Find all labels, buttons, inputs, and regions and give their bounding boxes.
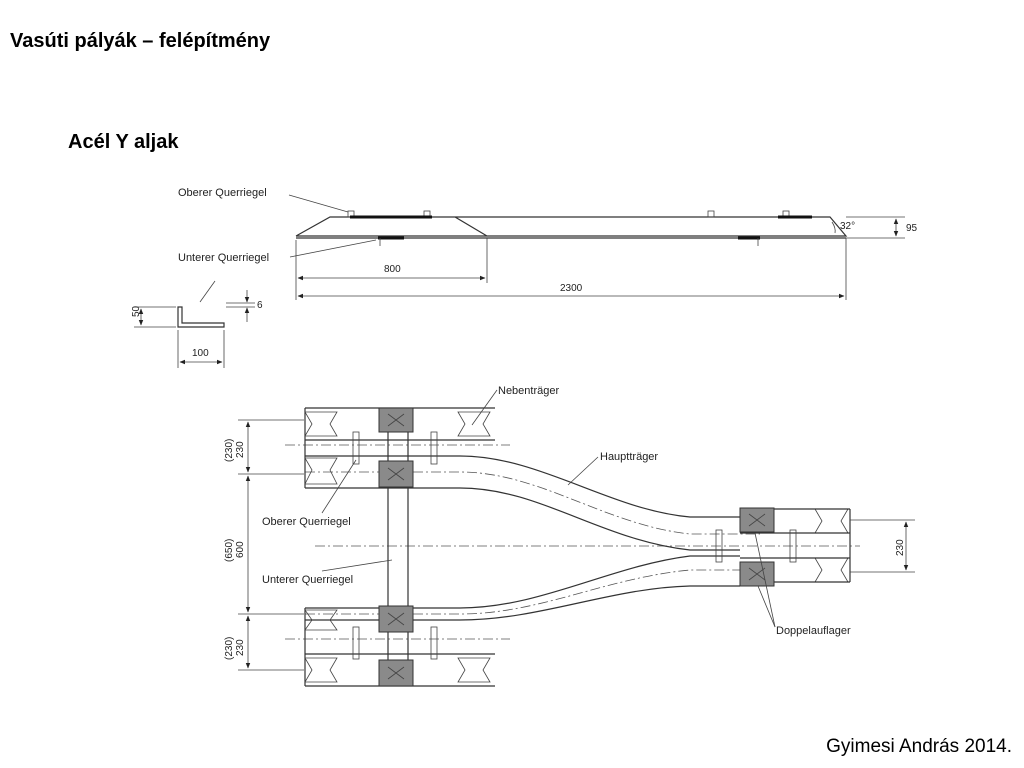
leader-line: [754, 532, 776, 628]
leader-line: [757, 585, 776, 628]
dim-95: 95: [906, 223, 918, 234]
support-cross-marks: [387, 413, 766, 680]
crossbar-plate: [430, 626, 438, 660]
dim-mid-inner: 600: [235, 541, 246, 558]
label-lower-crossbar-plan: Unterer Querriegel: [262, 574, 353, 586]
main-beam-upper-axis: [305, 471, 760, 535]
dim-800: 800: [384, 264, 401, 275]
angle-profile: 50 6 100: [131, 280, 263, 368]
dim-right: 230: [895, 539, 906, 556]
rail-pad: [304, 609, 338, 631]
crossbar-plate: [789, 529, 797, 563]
crossbar-plate: [715, 529, 723, 563]
slide-subtitle: Acél Y aljak: [68, 131, 179, 153]
rail-pad: [304, 457, 338, 485]
label-upper-crossbar-plan: Oberer Querriegel: [262, 516, 351, 528]
leader-line: [321, 459, 357, 514]
dim-2300: 2300: [560, 283, 583, 294]
rail-pad: [304, 411, 338, 437]
main-beam-lower: [305, 555, 740, 609]
crossbar-plate: [352, 626, 360, 660]
dim-top-outer: (230): [224, 439, 235, 462]
rail-pad: [814, 508, 849, 534]
leader-line: [567, 456, 599, 486]
label-lower-crossbar-side: Unterer Querriegel: [178, 252, 269, 264]
label-main-beam: Hauptträger: [600, 451, 658, 463]
dim-top-inner: 230: [235, 441, 246, 458]
main-beam-lower-axis: [305, 569, 760, 615]
angle-32: 32°: [840, 221, 855, 232]
label-double-support: Doppelauflager: [776, 625, 851, 637]
dim-mid-outer: (650): [224, 539, 235, 562]
side-view: Oberer Querriegel Unterer Querriegel 800…: [178, 187, 918, 300]
leader-line: [199, 280, 216, 303]
rail-pad: [457, 411, 491, 437]
label-upper-crossbar-side: Oberer Querriegel: [178, 187, 267, 199]
main-beam-upper: [305, 487, 740, 551]
label-secondary-beam: Nebenträger: [498, 385, 559, 397]
leader-line: [321, 559, 393, 572]
angle-section: [177, 306, 225, 328]
main-beam-upper: [305, 455, 740, 518]
rail-pad: [304, 657, 338, 683]
double-support-block: [739, 561, 775, 587]
dim-50: 50: [131, 305, 142, 317]
leader-line: [471, 389, 498, 426]
leader-line: [289, 239, 377, 258]
angle-arc: [831, 221, 836, 234]
dim-6: 6: [257, 300, 263, 311]
main-beam-lower: [305, 585, 740, 621]
author-credit: Gyimesi András 2014.: [826, 736, 1012, 757]
plan-view: Nebenträger Hauptträger Oberer Querriege…: [224, 385, 915, 687]
side-view-profile: [295, 216, 848, 237]
upper-crossbar-plates: [352, 431, 797, 660]
support-blocks: [378, 407, 775, 687]
rail-seat: [707, 210, 715, 218]
dim-100: 100: [192, 348, 209, 359]
rail-pad: [814, 557, 849, 583]
slide-title: Vasúti pályák – felépítmény: [10, 30, 271, 52]
crossbar-plate: [352, 431, 360, 465]
crossbar-plate: [430, 431, 438, 465]
dim-bottom-inner: 230: [235, 639, 246, 656]
rail-pads: [304, 411, 851, 683]
dim-bottom-outer: (230): [224, 637, 235, 660]
leader-line: [288, 194, 349, 213]
rail-pad: [457, 657, 491, 683]
